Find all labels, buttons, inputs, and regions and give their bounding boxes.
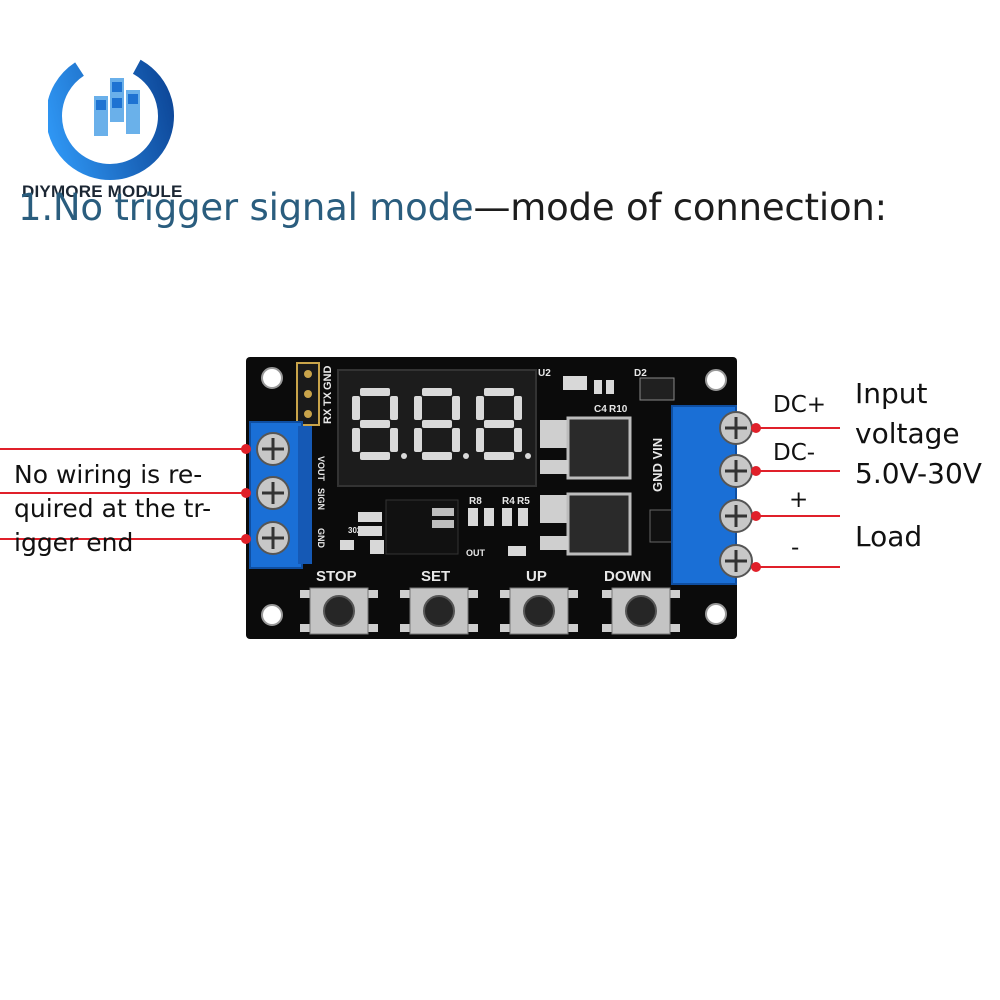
label-load: Load [855,520,923,553]
header-label-tx: TX [322,391,334,406]
push-buttons [300,587,680,635]
wires [0,427,840,568]
label-r4: R4 [502,496,515,507]
relay-board-diagram: RX TX GND U2 D2 C4 R10 R8 R4 R5 OUT 302 … [0,357,840,639]
button-stop [300,587,378,635]
label-u2: U2 [538,368,551,379]
label-r8: R8 [469,496,482,507]
display-digit-1 [352,388,407,460]
label-r10: R10 [609,404,628,415]
mosfet-1 [566,416,632,480]
label-input: Input [855,377,928,410]
left-terminal-label-gnd: GND [316,528,326,549]
button-up [500,587,578,635]
display-digit-2 [414,388,469,460]
left-terminal-label-vout: VOUT [316,456,326,482]
label-voltage-range: 5.0V-30V [855,457,982,490]
left-terminal-screws [256,432,290,555]
label-voltage: voltage [855,417,960,450]
label-out: OUT [466,548,486,558]
label-minus: - [791,535,800,561]
display-digits [352,388,531,460]
label-r5: R5 [517,496,530,507]
right-terminal-screws [719,411,753,578]
label-input-voltage: Input voltage 5.0V-30V [855,374,982,494]
header-label-gnd: GND [322,366,334,391]
title-prefix: 1. [18,186,53,229]
label-dc-minus: DC- [773,440,816,466]
button-label-stop: STOP [316,568,357,585]
title-suffix: mode of connection: [510,186,887,229]
title-dash: — [473,186,511,229]
left-note-line-2: quired at the tr- [14,494,212,523]
left-terminal-label-sign: SIGN [316,488,326,510]
button-set [400,587,478,635]
display-digit-3 [476,388,531,460]
mount-hole-bottom-right [705,603,727,625]
mount-hole-top-left [261,367,283,389]
brand-name: DIYMORE MODULE [22,182,183,201]
label-plus: + [789,487,809,513]
label-c4: C4 [594,404,607,415]
right-terminal-label: GND VIN [650,438,665,492]
title-main: No trigger signal mode [52,186,474,229]
mount-hole-bottom-left [261,604,283,626]
label-dc-plus: DC+ [773,392,827,418]
button-label-down: DOWN [604,568,652,585]
brand-logo-icon [48,52,174,180]
left-note-line-3: igger end [14,528,134,557]
left-note-line-1: No wiring is re- [14,460,203,489]
button-label-up: UP [526,568,547,585]
button-label-set: SET [421,568,450,585]
left-note: No wiring is re- quired at the tr- igger… [14,458,211,560]
label-d2: D2 [634,368,647,379]
header-label-rx: RX [322,408,334,424]
mount-hole-top-right [705,369,727,391]
button-down [602,587,680,635]
label-302: 302 [348,526,362,535]
mosfet-pad-1 [540,420,568,448]
mosfet-2 [566,492,632,556]
page-title: 1.No trigger signal mode—mode of connect… [18,186,887,229]
